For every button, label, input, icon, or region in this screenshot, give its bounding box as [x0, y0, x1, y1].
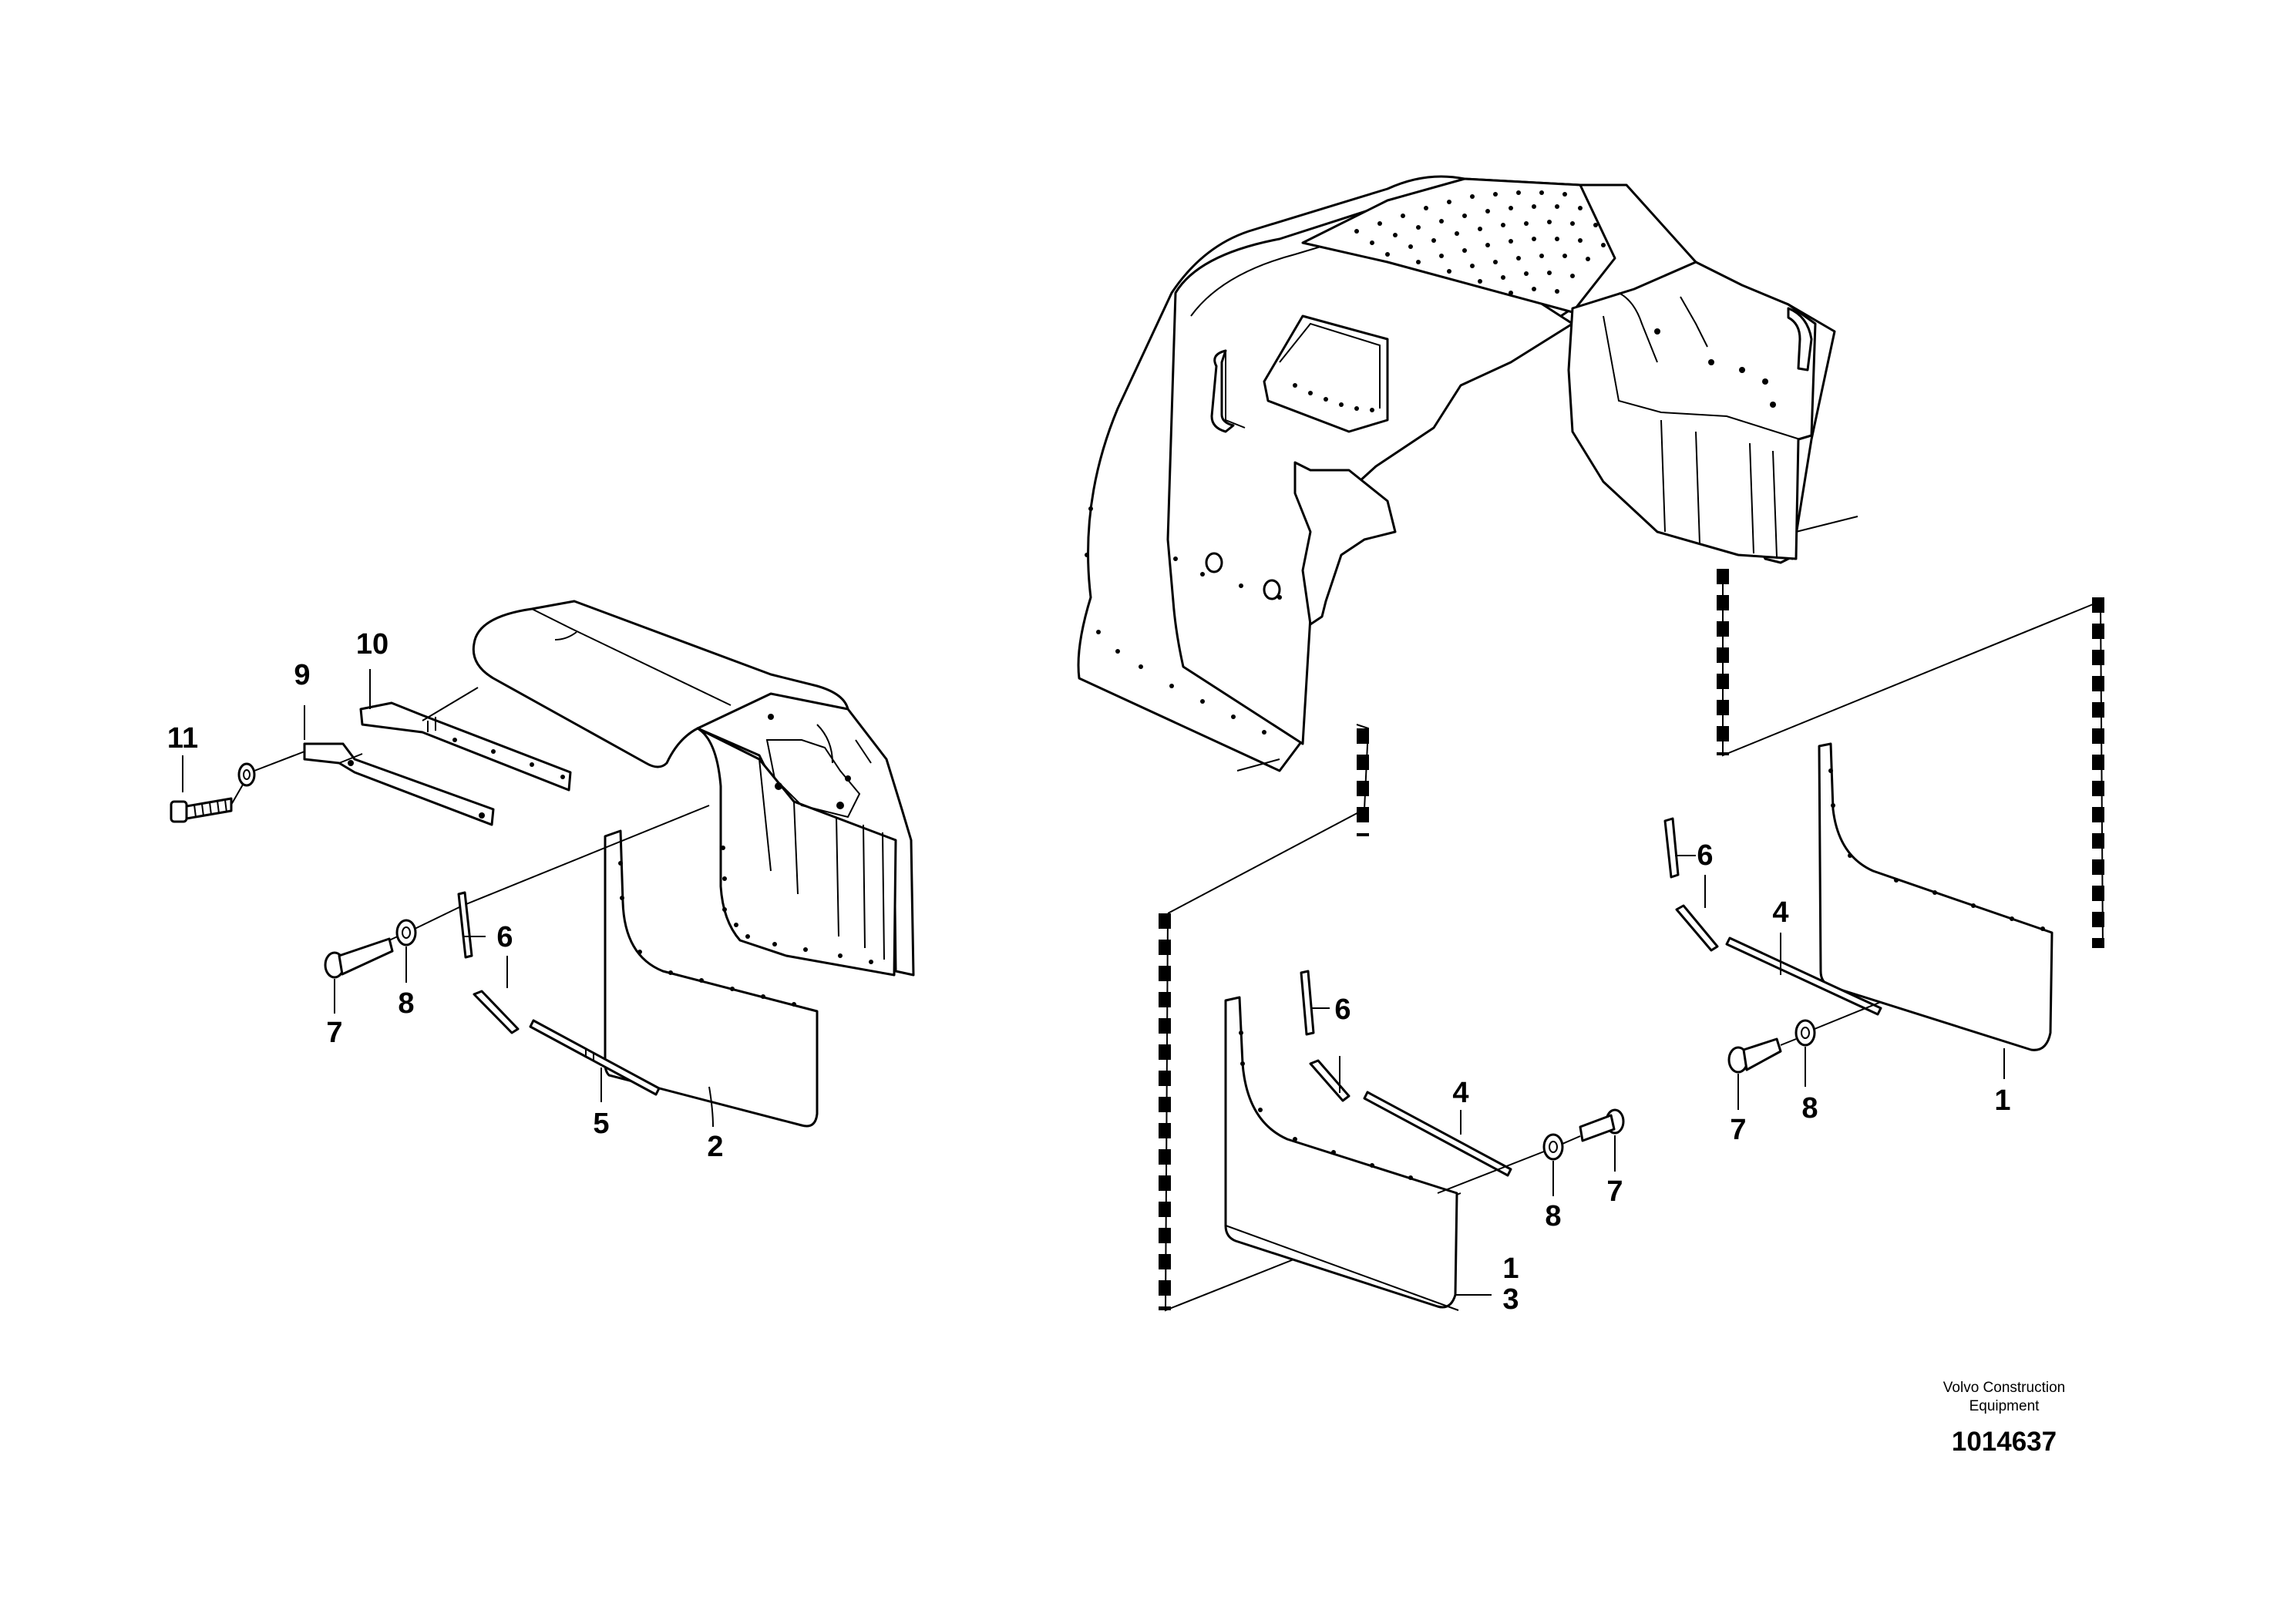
callout-4-right: 4: [1772, 896, 1788, 929]
bolt-part-7-left: [324, 937, 394, 979]
brand-line-2: Equipment: [1969, 1398, 2040, 1414]
strip-part-4-right-upper: [1725, 936, 1882, 1016]
strip-part-6-lower-b: [1309, 1059, 1350, 1102]
bracket-part-10: [359, 701, 572, 792]
left-fender-top: [472, 600, 849, 768]
callout-7-left: 7: [326, 1017, 342, 1049]
hidden-line-box-left: [1159, 724, 1462, 1312]
strip-part-6-lower: [473, 990, 520, 1034]
callout-5: 5: [593, 1108, 609, 1140]
callout-1-lower: 1: [1502, 1252, 1519, 1285]
callout-1-right: 1: [1994, 1084, 2010, 1117]
callout-3-lower: 3: [1502, 1283, 1519, 1316]
callout-8-right: 8: [1801, 1092, 1818, 1125]
callout-8-lower: 8: [1545, 1200, 1561, 1232]
strip-part-5: [529, 1019, 661, 1096]
bolt-part-7-right: [1727, 1037, 1782, 1074]
callout-9: 9: [294, 659, 310, 691]
bolt-part-7-lower: [1579, 1108, 1625, 1142]
callout-6-lower: 6: [1334, 994, 1350, 1026]
footer: Volvo Construction Equipment 1014637: [1943, 1380, 2065, 1457]
brand-line-1: Volvo Construction: [1943, 1380, 2065, 1396]
drawing-number: 1014637: [1952, 1427, 2057, 1457]
callout-2: 2: [707, 1131, 723, 1163]
strip-part-6-right-upper-a: [1663, 817, 1680, 879]
bolt-part-11: [170, 797, 233, 823]
strip-part-6-right-upper-b: [1675, 904, 1719, 952]
callout-labels: 11 9 10 6 7 8 5 2 6 4 7 8 1 6 4 8 7 1 3: [167, 628, 2011, 1316]
left-fender-assembly: [170, 600, 915, 1128]
bracket-part-9: [303, 742, 495, 826]
callout-8-left: 8: [398, 987, 414, 1020]
strip-part-6-lower-a: [1300, 970, 1315, 1036]
callout-11: 11: [167, 722, 198, 755]
right-fender-assembly: [1077, 175, 2104, 1312]
callout-7-lower: 7: [1606, 1175, 1623, 1208]
perforated-top-plate: [1301, 177, 1616, 314]
callout-6-right: 6: [1697, 839, 1713, 872]
grab-handle-left: [1210, 349, 1235, 433]
step-box: [1263, 314, 1389, 433]
callout-4-lower: 4: [1452, 1077, 1468, 1109]
callout-10: 10: [356, 628, 388, 661]
strip-part-4-lower: [1363, 1091, 1512, 1177]
callout-7-right: 7: [1730, 1114, 1746, 1146]
right-fender-rear: [1567, 261, 1817, 560]
mudflap-part-2: [604, 829, 819, 1128]
callout-6-left: 6: [496, 921, 513, 953]
mudflap-part-1-3-lower: [1224, 996, 1458, 1309]
hidden-line-box-right: [1717, 569, 2104, 949]
